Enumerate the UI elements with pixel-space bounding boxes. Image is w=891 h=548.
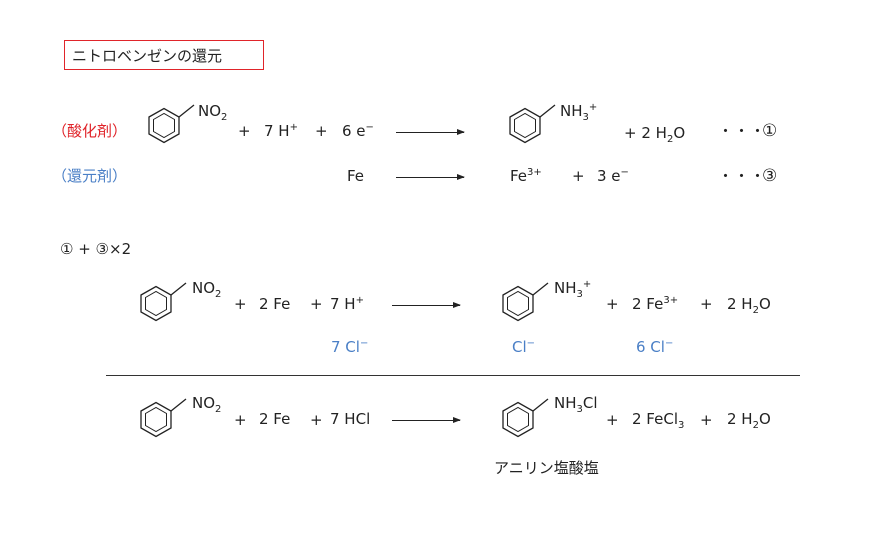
page-title: ニトロベンゼンの還元 (72, 46, 223, 65)
iron: 2 Fe (259, 410, 291, 428)
ellipsis-dots: ・・・ (718, 167, 767, 185)
anilinium-chloride-group: NH3Cl (554, 394, 598, 415)
benzene-ring-icon (509, 104, 556, 144)
plus-sign: + (606, 295, 619, 313)
nitro-group: NO2 (192, 394, 222, 415)
reaction-arrow (392, 416, 461, 424)
oxidant-label: （酸化剤） (52, 122, 128, 140)
plus-sign: + (315, 122, 328, 140)
plus-sign: + (238, 122, 251, 140)
water: + 2 H2O (624, 124, 686, 145)
benzene-ring-icon (502, 398, 549, 438)
title-box: ニトロベンゼンの還元 (64, 40, 264, 70)
plus-sign: + (700, 411, 713, 429)
iron: 2 Fe (259, 295, 291, 313)
divider-line (106, 375, 800, 377)
reaction-arrow (392, 301, 461, 309)
anilinium-group: NH3+ (560, 102, 598, 123)
reaction-arrow (396, 128, 465, 136)
proton: 7 H+ (330, 295, 364, 313)
water: 2 H2O (727, 295, 771, 316)
benzene-ring-icon (140, 282, 187, 322)
nitro-group: NO2 (198, 102, 228, 123)
iron-chloride: 2 FeCl3 (632, 410, 685, 431)
product-name: アニリン塩酸塩 (494, 459, 599, 477)
plus-sign: + (700, 295, 713, 313)
counter-ion: 6 Cl− (636, 338, 674, 356)
benzene-ring-icon (502, 282, 549, 322)
plus-sign: + (310, 295, 323, 313)
equation-tag: ① (762, 121, 778, 141)
benzene-ring-icon (140, 398, 187, 438)
reaction-arrow (396, 173, 465, 181)
iron-ion: Fe3+ (510, 167, 542, 185)
nitro-group: NO2 (192, 279, 222, 300)
electrons: 6 e− (342, 122, 374, 140)
plus-sign: + (572, 167, 585, 185)
hydrochloric-acid: 7 HCl (330, 410, 371, 428)
benzene-ring-icon (148, 104, 195, 144)
water: 2 H2O (727, 410, 771, 431)
counter-ion: Cl− (512, 338, 536, 356)
iron: Fe (347, 167, 365, 185)
plus-sign: + (606, 411, 619, 429)
proton: 7 H+ (264, 122, 298, 140)
plus-sign: + (234, 411, 247, 429)
equation-tag: ③ (762, 166, 778, 186)
reductant-label: （還元剤） (52, 167, 128, 185)
counter-ion: 7 Cl− (331, 338, 369, 356)
plus-sign: + (234, 295, 247, 313)
iron-ion: 2 Fe3+ (632, 295, 679, 313)
anilinium-group: NH3+ (554, 279, 592, 300)
combination-label: ① + ③×2 (60, 240, 132, 258)
electrons: 3 e− (597, 167, 629, 185)
ellipsis-dots: ・・・ (718, 122, 767, 140)
plus-sign: + (310, 411, 323, 429)
